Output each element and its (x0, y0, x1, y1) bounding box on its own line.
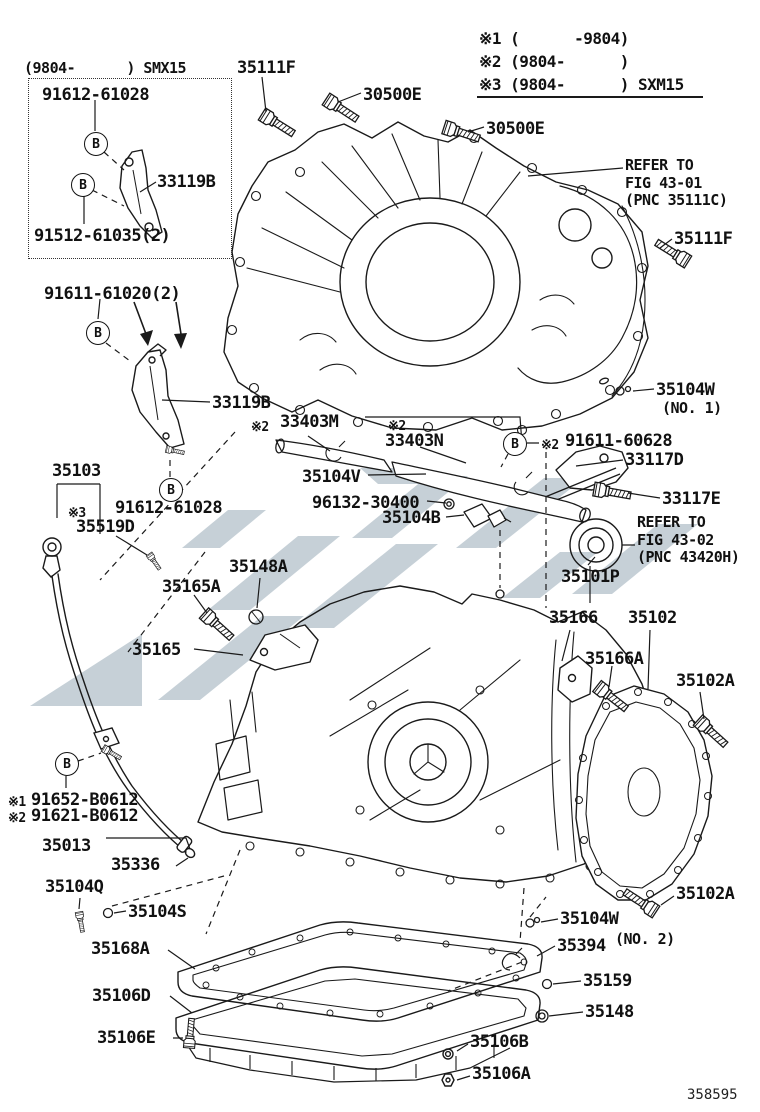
part-label-2: ※2 (251, 420, 269, 435)
part-label-35104q: 35104Q (45, 877, 104, 897)
part-label-35013: 35013 (42, 836, 91, 856)
circled-b-symbol: B (84, 132, 108, 156)
part-label-33119b: 33119B (212, 393, 271, 413)
dipstick-drawing (42, 537, 196, 859)
part-label-2: ※2 (8, 811, 26, 826)
part-label-35168a: 35168A (91, 939, 150, 959)
part-label-35166a: 35166A (585, 649, 644, 669)
bolt-icon (182, 1017, 198, 1050)
part-label-35106a: 35106A (472, 1064, 531, 1084)
down-arrows (133, 301, 187, 349)
part-label-35102: 35102 (628, 608, 677, 628)
applicability-legend: ※1 ( -9804) ※2 (9804- ) ※3 (9804- ) SXM15 (479, 27, 684, 96)
part-label-91612-61028: 91612-61028 (42, 85, 150, 105)
part-label-35106b: 35106B (470, 1032, 529, 1052)
part-label-35394: 35394 (557, 936, 606, 956)
part-label-33119b: 33119B (157, 172, 216, 192)
bolt-icon (592, 481, 633, 503)
part-label-3: ※3 (68, 506, 86, 521)
part-label-refer-to-fig-43-01-pnc-35111c: REFER TO FIG 43-01 (PNC 35111C) (625, 156, 728, 210)
part-label-35104w: 35104W (656, 380, 715, 400)
part-label-33117d: 33117D (625, 450, 684, 470)
part-label-35519d: 35519D (76, 517, 135, 537)
part-label-no-1: (NO. 1) (662, 399, 722, 417)
part-label-30500e: 30500E (363, 85, 422, 105)
part-label-91621-b0612: 91621-B0612 (31, 806, 139, 826)
leader-lines (56, 76, 705, 1081)
drawing-number: 358595 (687, 1087, 738, 1103)
part-label-35104w: 35104W (560, 909, 619, 929)
bolt-icon (145, 551, 163, 572)
circled-b-symbol: B (159, 478, 183, 502)
legend-item-2: ※2 (9804- ) (479, 52, 629, 71)
bracket-drawings (119, 149, 629, 671)
circled-b-symbol: B (86, 321, 110, 345)
part-label-35148a: 35148A (229, 557, 288, 577)
part-label-35336: 35336 (111, 855, 160, 875)
hose-sensor-drawing (102, 377, 632, 1023)
part-label-35102a: 35102A (676, 671, 735, 691)
circled-b-symbol: B (71, 173, 95, 197)
part-label-91611-61020-2: 91611-61020(2) (44, 284, 181, 304)
part-label-1: ※1 (8, 795, 26, 810)
part-label-35106e: 35106E (97, 1028, 156, 1048)
side-cover-drawing (575, 685, 713, 901)
watermark-logo (30, 468, 698, 706)
part-label-91611-60628: 91611-60628 (565, 431, 673, 451)
part-label-35104s: 35104S (128, 902, 187, 922)
part-label-no-2: (NO. 2) (615, 930, 675, 948)
part-label-35166: 35166 (549, 608, 598, 628)
part-label-33403n: 33403N (385, 431, 444, 451)
part-label-33403m: 33403M (280, 412, 339, 432)
part-label-35111f: 35111F (237, 58, 296, 78)
part-label-91512-61035-2: 91512-61035(2) (34, 226, 171, 246)
part-label-35111f: 35111F (674, 229, 733, 249)
part-label-35103: 35103 (52, 461, 101, 481)
part-label-96132-30400: 96132-30400 (312, 493, 420, 513)
part-label-2: ※2 (541, 438, 559, 453)
oil-pan-gasket-drawing (175, 921, 543, 1087)
part-label-35165: 35165 (132, 640, 181, 660)
legend-item-1: ※1 ( -9804) (479, 29, 629, 48)
part-label-33117e: 33117E (662, 489, 721, 509)
bolt-icon (198, 607, 237, 644)
bolt-icon (257, 107, 298, 141)
bolt-icon (321, 92, 362, 126)
circled-b-symbol: B (503, 432, 527, 456)
part-label-35101p: 35101P (561, 567, 620, 587)
part-label-35165a: 35165A (162, 577, 221, 597)
part-label-35106d: 35106D (92, 986, 151, 1006)
part-label-30500e: 30500E (486, 119, 545, 139)
part-label-35104v: 35104V (302, 467, 361, 487)
part-label-9804-smx15: (9804- ) SMX15 (24, 59, 187, 77)
part-label-35159: 35159 (583, 971, 632, 991)
bell-housing-drawing (223, 121, 649, 436)
circled-b-symbol: B (55, 752, 79, 776)
part-label-35104b: 35104B (382, 508, 441, 528)
part-label-2: ※2 (388, 419, 406, 434)
inset-detail-box (28, 78, 232, 259)
bolt-icon (100, 744, 123, 762)
part-label-91612-61028: 91612-61028 (115, 498, 223, 518)
part-label-refer-to-fig-43-02-pnc-43420h: REFER TO FIG 43-02 (PNC 43420H) (637, 513, 740, 567)
bolt-icon (74, 910, 87, 934)
legend-item-3: ※3 (9804- ) SXM15 (479, 75, 684, 94)
part-label-35148: 35148 (585, 1002, 634, 1022)
part-label-91652-b0612: 91652-B0612 (31, 790, 139, 810)
part-label-35102a: 35102A (676, 884, 735, 904)
